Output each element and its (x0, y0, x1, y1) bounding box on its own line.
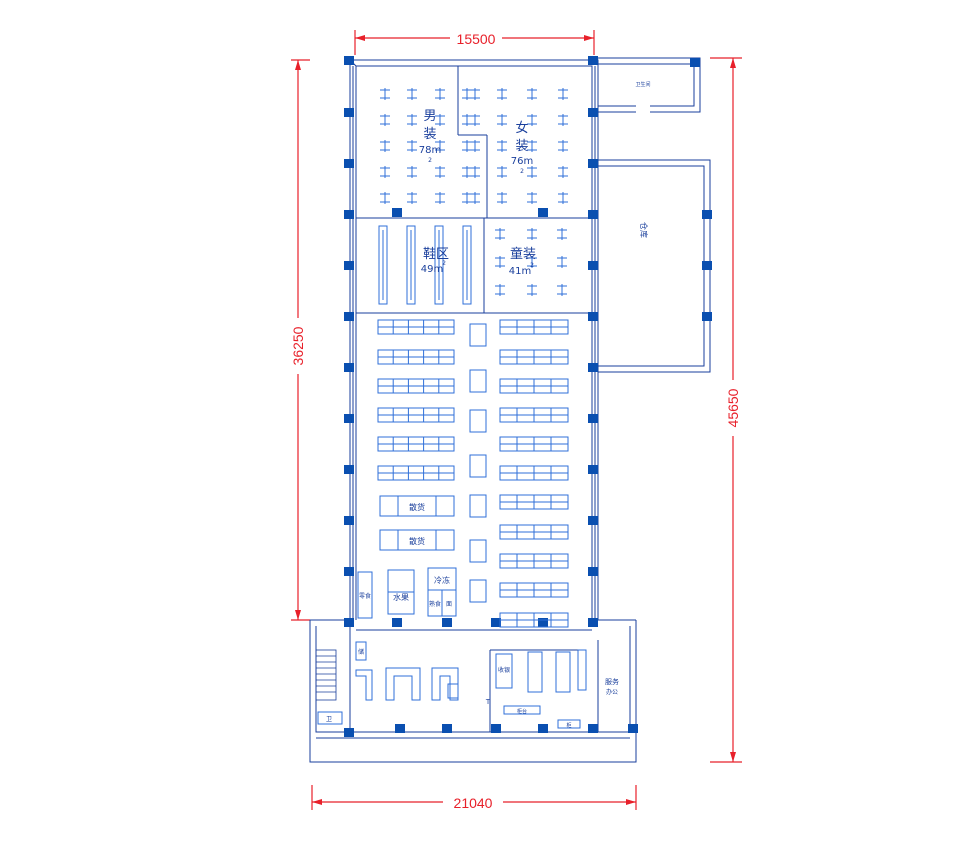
column (344, 363, 354, 372)
kids-area-sup: 2 (530, 262, 534, 269)
column (491, 618, 501, 627)
column (588, 108, 598, 117)
womens-area-sup: 2 (520, 168, 524, 175)
display-stand (469, 579, 487, 603)
column (588, 465, 598, 474)
column (588, 312, 598, 321)
column (690, 58, 700, 67)
shoes-area: 49m (421, 264, 443, 275)
display-stand (469, 409, 487, 433)
display-stand (469, 323, 487, 347)
column (588, 414, 598, 423)
column (344, 728, 354, 737)
column (344, 108, 354, 117)
bottom-width-label: 21040 (454, 795, 493, 811)
womens-label-1: 女 (515, 120, 528, 136)
column (344, 312, 354, 321)
column (702, 261, 712, 270)
bath-label: 卫生间 (635, 81, 650, 88)
column (442, 618, 452, 627)
column (344, 618, 354, 627)
counter-label: 柜台 (517, 708, 527, 715)
column (344, 516, 354, 525)
warehouse-label: 仓库 (639, 222, 649, 238)
service-label: 服务 (605, 677, 619, 686)
column (588, 516, 598, 525)
structural-columns (344, 56, 712, 737)
column (392, 208, 402, 217)
cashier-label: 收银 (498, 666, 510, 674)
display-stand (469, 539, 487, 563)
bulk-label-2: 散货 (409, 536, 425, 546)
mens-label-1: 男 (423, 109, 436, 124)
shoe-shelf (462, 225, 472, 305)
column (588, 210, 598, 219)
shoe-shelf (434, 225, 444, 305)
column (491, 724, 501, 733)
shoe-shelf (406, 225, 416, 305)
display-stand (469, 494, 487, 518)
column (442, 724, 452, 733)
office-label: 办公 (606, 688, 618, 696)
fruit-label: 水果 (393, 592, 409, 602)
fresh-counters (357, 567, 457, 619)
dimension-arrows (295, 35, 736, 805)
mens-area: 78m (419, 145, 441, 156)
shoe-shelf (378, 225, 388, 305)
shoe-shelves (378, 225, 472, 305)
mens-area-sup: 2 (428, 157, 432, 164)
column (538, 724, 548, 733)
bulk-bins (379, 495, 455, 551)
column (538, 618, 548, 627)
bulk-label-1: 散货 (409, 502, 425, 512)
checkout-counters (317, 641, 587, 729)
column (588, 261, 598, 270)
column (588, 56, 598, 65)
stairs (315, 649, 337, 701)
kids-area: 41m (509, 266, 531, 277)
column (344, 159, 354, 168)
column (588, 724, 598, 733)
column (395, 724, 405, 733)
column (702, 312, 712, 321)
column (344, 414, 354, 423)
storage-label: 储 (358, 648, 364, 656)
right-height-label: 45650 (725, 388, 741, 427)
column (588, 618, 598, 627)
cooked-label: 熟食 (429, 600, 441, 608)
kids-label: 童装 (510, 246, 536, 262)
t-mark-label: T (485, 698, 491, 706)
column (344, 210, 354, 219)
left-height-label: 36250 (290, 326, 306, 365)
mens-label-2: 装 (423, 127, 436, 142)
dev-label: 柜 (566, 722, 571, 729)
column (344, 465, 354, 474)
shoes-area-sup: 2 (442, 260, 446, 267)
display-stand (469, 369, 487, 393)
display-stand (469, 454, 487, 478)
top-width-label: 15500 (457, 31, 496, 47)
clothing-racks (380, 88, 568, 296)
column (588, 363, 598, 372)
column (344, 567, 354, 576)
column (392, 618, 402, 627)
column (344, 56, 354, 65)
womens-label-2: 装 (515, 139, 528, 154)
snack-label: 零食 (359, 592, 371, 600)
womens-area: 76m (511, 156, 533, 167)
column (538, 208, 548, 217)
column (628, 724, 638, 733)
column (588, 567, 598, 576)
supermarket-shelves (377, 319, 569, 628)
toilet-label: 卫 (326, 716, 332, 723)
freezer-label: 冷冻 (434, 575, 450, 585)
shoes-label: 鞋区 (423, 246, 449, 262)
column (588, 159, 598, 168)
noodle-label: 面 (446, 601, 452, 608)
column (344, 261, 354, 270)
column (702, 210, 712, 219)
